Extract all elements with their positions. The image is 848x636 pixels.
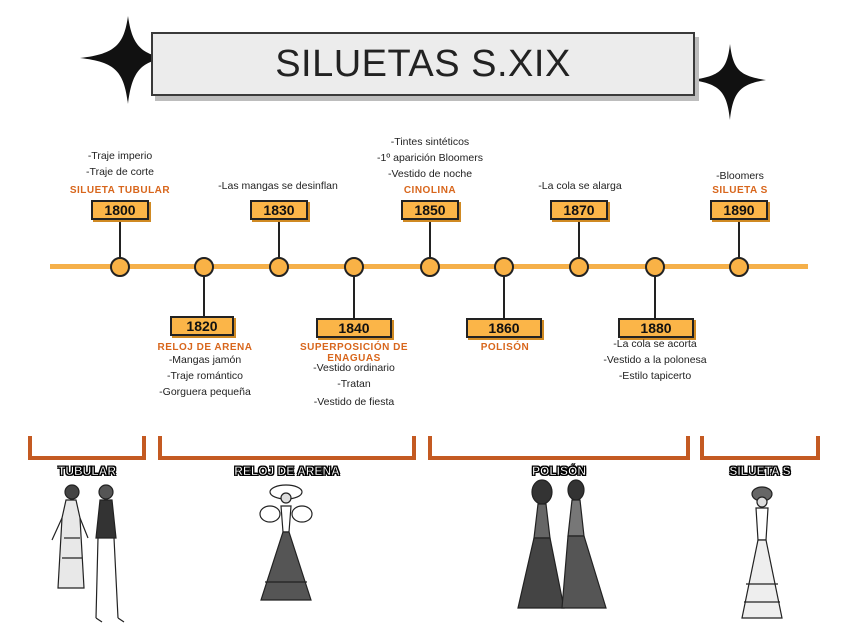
year-box-1840: 1840 xyxy=(316,318,392,338)
timeline-node-1820 xyxy=(194,257,214,277)
year-box-1880: 1880 xyxy=(618,318,694,338)
event-1880-note-1: -La cola se acorta xyxy=(613,338,697,350)
event-1870-note-1: -La cola se alarga xyxy=(538,180,622,192)
event-1830-note-1: -Las mangas se desinflan xyxy=(218,180,338,192)
stem-1850 xyxy=(429,218,431,258)
era-bracket-polison xyxy=(428,436,690,460)
era-label-reloj-de-arena: RELOJ DE ARENA xyxy=(234,464,340,479)
era-bracket-tubular xyxy=(28,436,146,460)
year-box-1830: 1830 xyxy=(250,200,308,220)
event-1890-label: SILUETA S xyxy=(712,185,768,196)
event-1860-label: POLISÓN xyxy=(480,342,530,353)
event-1840-note-1: -Vestido ordinario xyxy=(313,362,395,374)
stem-1800 xyxy=(119,218,121,258)
event-1850-note-2: -1º aparición Bloomers xyxy=(377,152,483,164)
event-1800-label: SILUETA TUBULAR xyxy=(69,185,171,196)
stem-1830 xyxy=(278,218,280,258)
timeline-node-1870 xyxy=(569,257,589,277)
event-1820-note-1: -Mangas jamón xyxy=(168,354,242,366)
year-box-1870: 1870 xyxy=(550,200,608,220)
sparkle-star-left-icon xyxy=(80,16,166,104)
event-1850-note-3: -Vestido de noche xyxy=(387,168,473,180)
page-title: SILUETAS S.XIX xyxy=(275,42,571,85)
event-1820-note-3: -Gorguera pequeña xyxy=(159,386,251,398)
timeline-node-1860 xyxy=(494,257,514,277)
event-1850-label: CINOLINA xyxy=(403,185,457,196)
event-1840-note-2: -Tratan xyxy=(337,378,371,390)
event-1840-label: SUPERPOSICIÓN DE ENAGUAS xyxy=(299,342,409,364)
stem-1890 xyxy=(738,218,740,258)
era-bracket-reloj-de-arena xyxy=(158,436,416,460)
year-box-1890: 1890 xyxy=(710,200,768,220)
year-box-1860: 1860 xyxy=(466,318,542,338)
reloj-de-arena-dress-illustration xyxy=(259,484,313,601)
stem-1870 xyxy=(578,218,580,258)
year-box-1820: 1820 xyxy=(170,316,234,336)
stem-1860 xyxy=(503,276,505,318)
timeline-node-1880 xyxy=(645,257,665,277)
title-box: SILUETAS S.XIX xyxy=(151,32,695,96)
era-label-polison: POLISÓN xyxy=(531,464,587,479)
timeline-node-1800 xyxy=(110,257,130,277)
timeline-node-1850 xyxy=(420,257,440,277)
event-1800-note-1: -Traje imperio xyxy=(87,150,153,162)
timeline-node-1840 xyxy=(344,257,364,277)
event-1820-note-2: -Traje romántico xyxy=(166,370,244,382)
year-box-1800: 1800 xyxy=(91,200,149,220)
year-box-1850: 1850 xyxy=(401,200,459,220)
era-bracket-silueta-s xyxy=(700,436,820,460)
event-1800-note-2: -Traje de corte xyxy=(86,166,154,178)
era-label-silueta-s: SILUETA S xyxy=(729,464,791,479)
event-1880-note-2: -Vestido a la polonesa xyxy=(603,354,707,366)
tubular-couple-illustration xyxy=(51,484,125,623)
timeline-node-1830 xyxy=(269,257,289,277)
sparkle-star-right-icon xyxy=(692,44,766,120)
era-label-tubular: TUBULAR xyxy=(58,464,117,479)
polison-women-illustration xyxy=(517,479,607,609)
silueta-s-dress-illustration xyxy=(741,486,783,619)
event-1880-note-3: -Estilo tapicerto xyxy=(618,370,692,382)
event-1820-label: RELOJ DE ARENA xyxy=(157,342,253,353)
event-1850-note-1: -Tintes sintéticos xyxy=(390,136,470,148)
stem-1820 xyxy=(203,276,205,316)
event-1840-note-3: -Vestido de fiesta xyxy=(313,396,395,408)
stem-1880 xyxy=(654,276,656,318)
timeline-node-1890 xyxy=(729,257,749,277)
event-1890-note-1: -Bloomers xyxy=(716,170,764,182)
stem-1840 xyxy=(353,276,355,318)
